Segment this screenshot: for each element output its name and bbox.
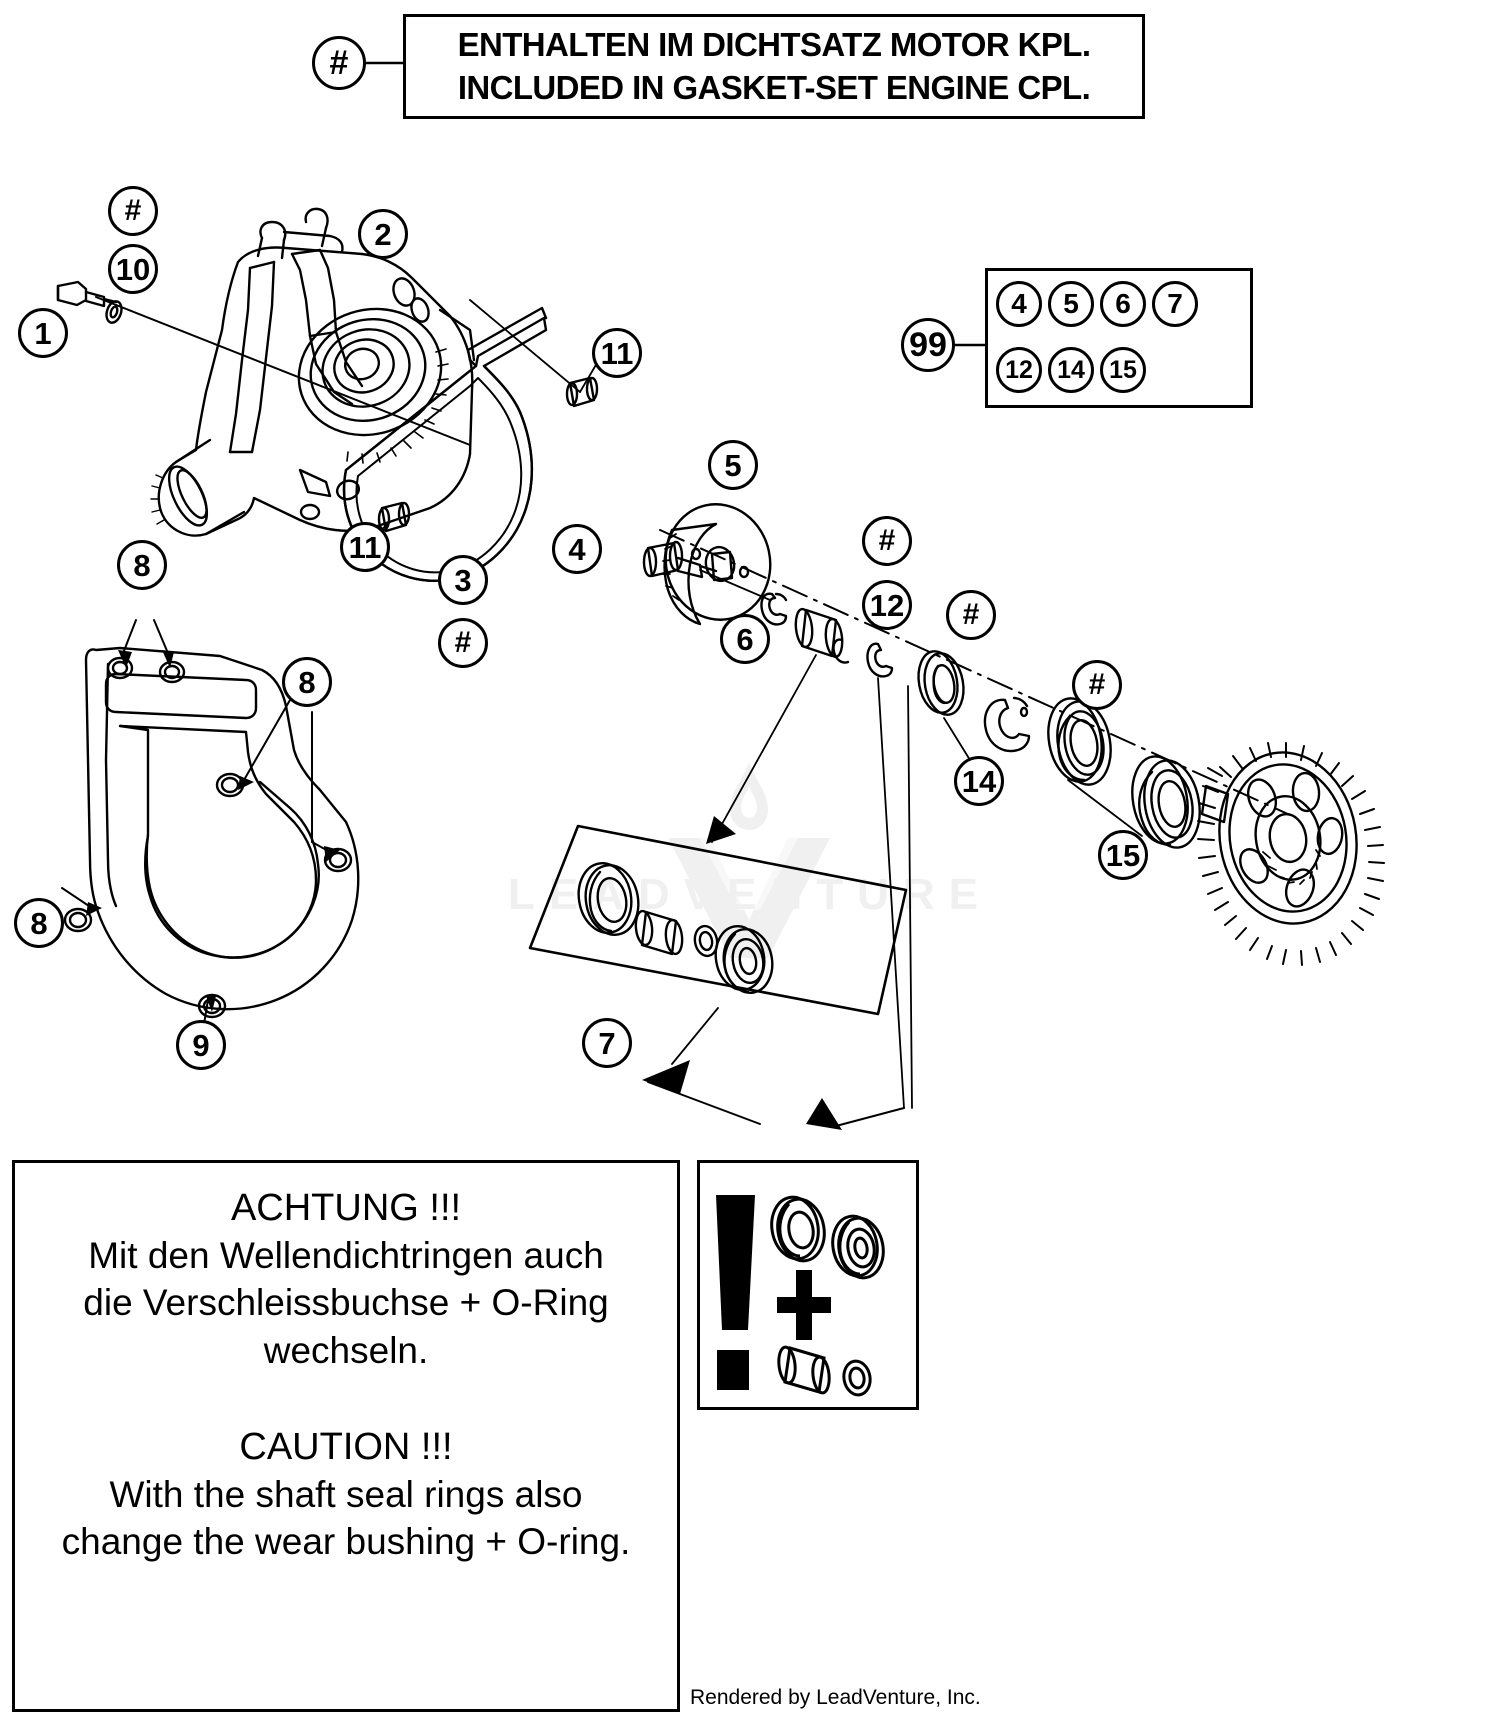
callout-9[interactable]: 9 (176, 1020, 226, 1070)
legend-chip-7[interactable]: 7 (1152, 281, 1198, 327)
caution-de-line1: Mit den Wellendichtringen auch (88, 1235, 604, 1276)
part-circlip-12 (866, 642, 894, 678)
header-hash-callout[interactable]: # (312, 36, 366, 90)
caution-en-line1: With the shaft seal rings also (109, 1474, 583, 1516)
part-circlip-6 (760, 592, 788, 626)
callout-5[interactable]: 5 (708, 440, 758, 490)
caution-title-de: ACHTUNG !!! (230, 1187, 462, 1229)
callout-10[interactable]: 10 (108, 244, 158, 294)
watermark-text: LEADVENTURE (507, 870, 993, 919)
repair-kit-legend-box: 4 5 6 7 12 14 15 (985, 268, 1253, 408)
callout-hash-gasket-top[interactable]: # (108, 186, 158, 236)
gasket-note-en: INCLUDED IN GASKET-SET ENGINE CPL. (457, 68, 1091, 106)
replace-symbols-box (697, 1160, 919, 1410)
legend-chip-6[interactable]: 6 (1100, 281, 1146, 327)
legend-row-2: 12 14 15 (996, 347, 1146, 393)
callout-12[interactable]: 12 (862, 580, 912, 630)
caution-note-box: ACHTUNG !!! Mit den Wellendichtringen au… (12, 1160, 680, 1712)
callout-3[interactable]: 3 (438, 555, 488, 605)
callout-hash-gasket-3[interactable]: # (438, 618, 488, 668)
gasket-set-note-box: ENTHALTEN IM DICHTSATZ MOTOR KPL. INCLUD… (403, 14, 1145, 119)
part-pump-housing-2 (150, 207, 476, 537)
legend-row-1: 4 5 6 7 (996, 281, 1198, 327)
callout-15[interactable]: 15 (1098, 830, 1148, 880)
part-dowel-pin-11-upper (565, 376, 599, 408)
callout-99[interactable]: 99 (901, 318, 955, 372)
callout-8-right[interactable]: 8 (282, 657, 332, 707)
callout-11-upper[interactable]: 11 (592, 328, 642, 378)
gasket-note-de: ENTHALTEN IM DICHTSATZ MOTOR KPL. (457, 26, 1091, 64)
callout-11-lower[interactable]: 11 (340, 522, 390, 572)
caution-en-line2: change the wear bushing + O-ring. (61, 1521, 631, 1563)
part-seal-kit-box-7 (528, 824, 908, 1016)
part-drive-gear (1197, 742, 1385, 966)
legend-chip-5[interactable]: 5 (1048, 281, 1094, 327)
rendered-by-note: Rendered by LeadVenture, Inc. (690, 1686, 981, 1709)
legend-chip-12[interactable]: 12 (996, 347, 1042, 393)
part-seal-washer-14 (917, 650, 965, 716)
callout-hash-bearing-15[interactable]: # (1072, 660, 1122, 710)
callout-1[interactable]: 1 (18, 308, 68, 358)
part-impeller-5 (662, 503, 772, 626)
callout-2[interactable]: 2 (358, 209, 408, 259)
callout-hash-bushing[interactable]: # (862, 516, 912, 566)
part-circlip-retainer (983, 696, 1031, 753)
legend-chip-14[interactable]: 14 (1048, 347, 1094, 393)
callout-14[interactable]: 14 (954, 756, 1004, 806)
part-screw-4 (642, 540, 718, 579)
callout-hash-seal-14[interactable]: # (946, 590, 996, 640)
callout-7[interactable]: 7 (582, 1018, 632, 1068)
part-dowel-pin-11-lower (377, 501, 411, 533)
callout-6[interactable]: 6 (720, 614, 770, 664)
callout-8-left[interactable]: 8 (14, 898, 64, 948)
part-wear-bushing (794, 607, 850, 664)
legend-chip-15[interactable]: 15 (1100, 347, 1146, 393)
callout-4[interactable]: 4 (552, 524, 602, 574)
part-washer-10 (105, 300, 123, 324)
callout-8-top[interactable]: 8 (117, 540, 167, 590)
part-bolt-1 (56, 280, 118, 308)
caution-title-en: CAUTION !!! (239, 1426, 453, 1469)
caution-de-line3: wechseln. (263, 1329, 429, 1371)
caution-de-line2: die Verschleissbuchse + O-Ring (83, 1282, 609, 1324)
legend-chip-4[interactable]: 4 (996, 281, 1042, 327)
